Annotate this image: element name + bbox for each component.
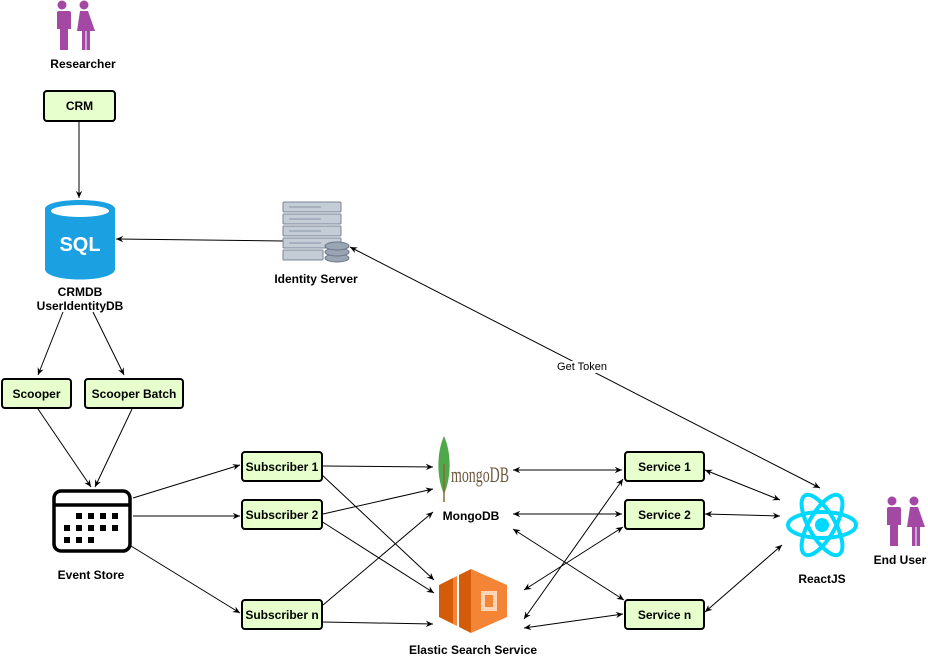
- end-user-label: End User: [873, 553, 927, 567]
- researcher-people-icon: [55, 0, 95, 50]
- crmdb-sql-database-icon: SQL: [45, 200, 115, 280]
- edge-sub2-elastic: [320, 520, 435, 594]
- edge-sub1-mongo: [322, 463, 434, 471]
- service-1-box[interactable]: Service 1: [624, 451, 705, 482]
- edge-scooperbatch-eventstore: [94, 408, 133, 488]
- edge-crmdb-scooper-batch: [92, 311, 125, 376]
- edge-elastic-svcn: [523, 611, 624, 631]
- elastic-search-aws-icon: [439, 569, 507, 633]
- edge-eventstore-subn: [130, 545, 241, 614]
- edge-elastic-svc2: [523, 526, 624, 591]
- edge-svcn-react: [704, 544, 783, 613]
- edge-crmdb-scooper: [37, 311, 64, 376]
- reactjs-atom-icon: [786, 492, 858, 558]
- edge-mongo-svcn: [512, 528, 625, 601]
- edge-elastic-svc1: [523, 478, 624, 620]
- mongodb-logo-text: mongoDB: [451, 462, 509, 487]
- researcher-label: Researcher: [50, 57, 116, 71]
- edge-identity-crmdb: [115, 235, 284, 243]
- edge-svc1-react: [704, 469, 781, 501]
- edge-subn-elastic: [322, 620, 434, 628]
- service-2-box[interactable]: Service 2: [624, 499, 705, 530]
- end-user-people-icon: [885, 496, 925, 546]
- edge-svc2-react: [704, 510, 781, 520]
- subscriber-2-box[interactable]: Subscriber 2: [241, 499, 323, 530]
- event-store-calendar-icon: [52, 489, 132, 553]
- identity-server-label: Identity Server: [274, 272, 358, 286]
- scooper-batch-box[interactable]: Scooper Batch: [84, 378, 184, 409]
- subscriber-1-box[interactable]: Subscriber 1: [241, 451, 323, 482]
- edge-scooper-eventstore: [37, 408, 92, 488]
- identity-server-stack-icon: [282, 201, 350, 263]
- crm-box[interactable]: CRM: [43, 90, 116, 122]
- mongodb-label: MongoDB: [442, 509, 500, 523]
- edge-eventstore-sub1: [132, 464, 241, 499]
- crmdb-label-line2: UserIdentityDB: [36, 299, 124, 313]
- elastic-search-label: Elastic Search Service: [408, 643, 538, 657]
- scooper-box[interactable]: Scooper: [1, 378, 72, 409]
- sql-text: SQL: [59, 234, 100, 256]
- edge-sub2-mongo: [322, 487, 434, 515]
- edge-sub1-elastic: [320, 473, 435, 581]
- event-store-label: Event Store: [57, 568, 125, 582]
- crmdb-label-line1: CRMDB: [57, 285, 103, 299]
- reactjs-label: ReactJS: [798, 572, 846, 586]
- subscriber-n-box[interactable]: Subscriber n: [241, 599, 323, 630]
- get-token-edge-label: Get Token: [555, 361, 609, 373]
- service-n-box[interactable]: Service n: [624, 599, 705, 630]
- edge-subn-mongo: [322, 511, 434, 606]
- mongodb-leaf-icon: mongoDB: [438, 436, 509, 502]
